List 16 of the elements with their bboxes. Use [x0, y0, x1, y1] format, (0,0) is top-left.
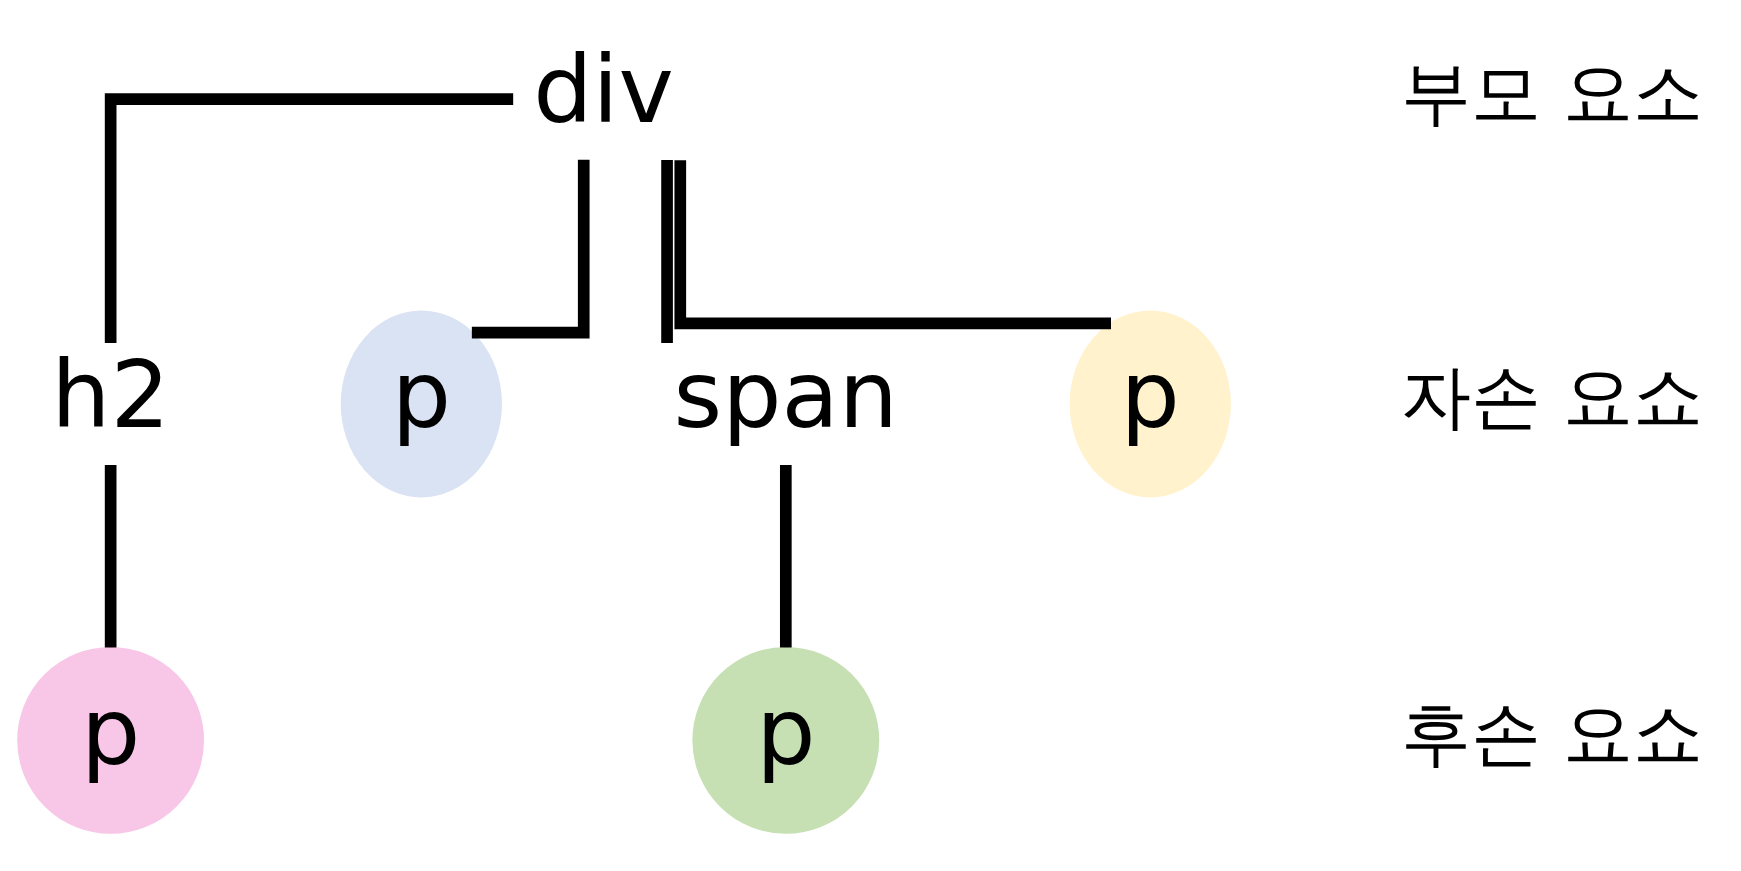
- connector: [661, 160, 673, 344]
- connector: [674, 160, 1111, 330]
- node-ellipse: p: [1069, 310, 1231, 498]
- node-text: span: [673, 340, 899, 450]
- label: 부모 요소: [1400, 51, 1704, 134]
- label: 후손 요쇼: [1400, 692, 1704, 775]
- connector: [104, 93, 514, 343]
- node-circle: p: [692, 646, 880, 834]
- connector: [104, 464, 117, 648]
- node-ellipse: p: [340, 310, 502, 498]
- node-circle: p: [17, 646, 205, 834]
- node-text: h2: [51, 340, 170, 450]
- label: 자손 요쇼: [1400, 356, 1704, 439]
- connector: [779, 464, 792, 648]
- connector: [471, 159, 590, 339]
- node-text: div: [533, 35, 674, 145]
